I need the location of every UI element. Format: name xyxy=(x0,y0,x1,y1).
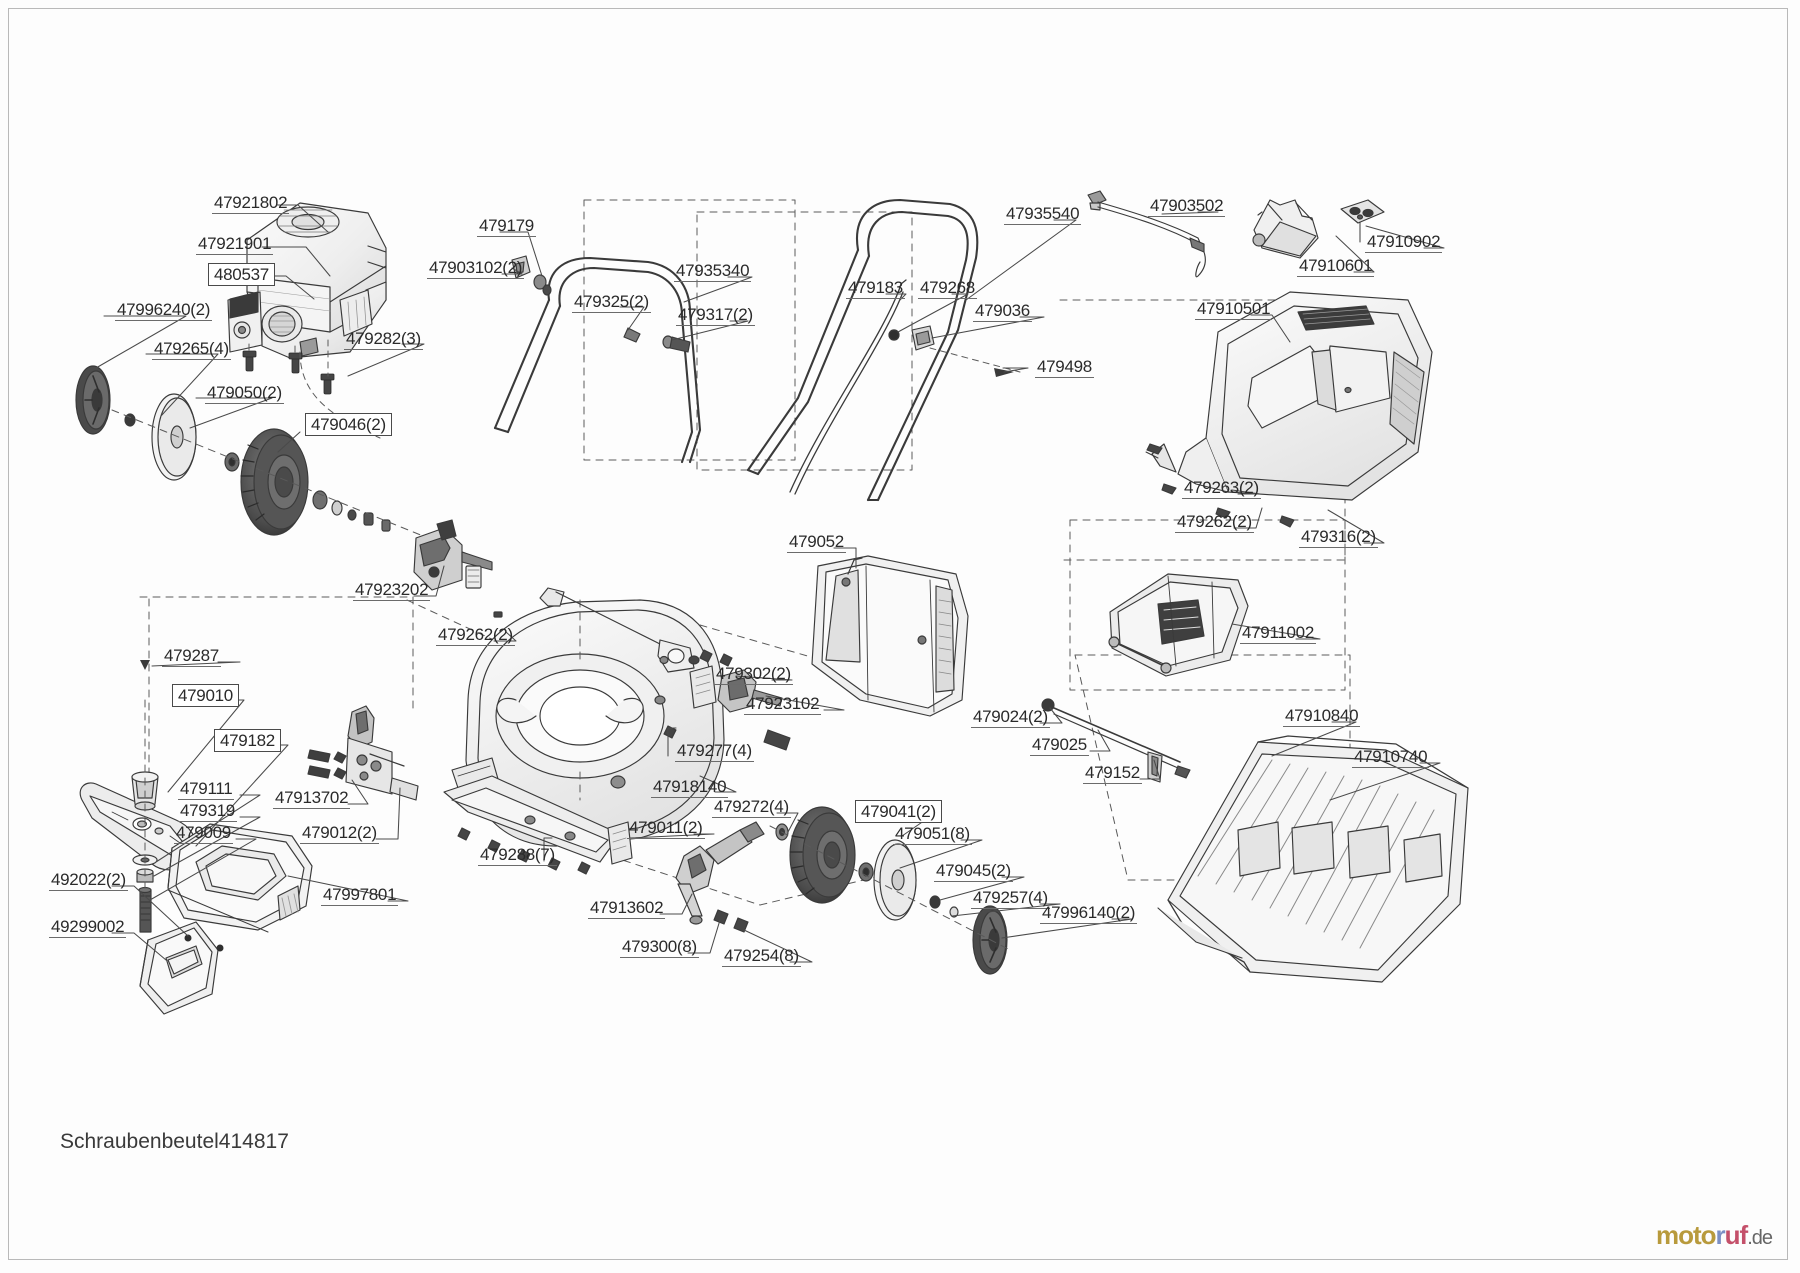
part-label-479183[interactable]: 479183 xyxy=(846,278,905,299)
part-label-47910902[interactable]: 47910902 xyxy=(1365,232,1443,253)
part-label-47921802[interactable]: 47921802 xyxy=(212,193,290,214)
part-label-4792622[interactable]: 479262(2) xyxy=(1175,512,1254,533)
part-label-479319[interactable]: 479319 xyxy=(178,801,237,822)
watermark-part-a: moto xyxy=(1655,1220,1717,1250)
part-label-47997801[interactable]: 47997801 xyxy=(321,885,399,906)
part-label-479152[interactable]: 479152 xyxy=(1083,763,1142,784)
part-label-479182[interactable]: 479182 xyxy=(214,729,281,752)
part-label-479025[interactable]: 479025 xyxy=(1030,735,1089,756)
part-label-47910840[interactable]: 47910840 xyxy=(1283,706,1361,727)
part-label-4792574[interactable]: 479257(4) xyxy=(971,888,1050,909)
part-label-479179[interactable]: 479179 xyxy=(477,216,536,237)
part-label-47923202[interactable]: 47923202 xyxy=(353,580,431,601)
part-label-479052[interactable]: 479052 xyxy=(787,532,846,553)
part-label-479961402[interactable]: 47996140(2) xyxy=(1040,903,1138,924)
watermark-part-b: r xyxy=(1715,1220,1726,1250)
part-label-47903502[interactable]: 47903502 xyxy=(1148,196,1226,217)
part-label-479010[interactable]: 479010 xyxy=(172,684,239,707)
part-label-479287[interactable]: 479287 xyxy=(162,646,221,667)
part-label-47918140[interactable]: 47918140 xyxy=(651,777,729,798)
part-label-47910501[interactable]: 47910501 xyxy=(1195,299,1273,320)
part-label-47935340[interactable]: 47935340 xyxy=(674,261,752,282)
part-label-4790112[interactable]: 479011(2) xyxy=(627,818,705,839)
part-label-4792654[interactable]: 479265(4) xyxy=(152,339,231,360)
part-label-4792548[interactable]: 479254(8) xyxy=(722,946,801,967)
part-label-4920222[interactable]: 492022(2) xyxy=(49,870,128,891)
part-label-4792887[interactable]: 479288(7) xyxy=(478,845,557,866)
part-label-4793172[interactable]: 479317(2) xyxy=(676,305,755,326)
part-label-4792632[interactable]: 479263(2) xyxy=(1182,478,1261,499)
part-label-479962402[interactable]: 47996240(2) xyxy=(115,300,213,321)
part-label-4793162[interactable]: 479316(2) xyxy=(1299,527,1378,548)
part-label-4790122[interactable]: 479012(2) xyxy=(300,823,379,844)
schraubenbeutel-text: Schraubenbeutel414817 xyxy=(60,1130,289,1153)
part-label-4792622[interactable]: 479262(2) xyxy=(436,625,515,646)
part-label-47913702[interactable]: 47913702 xyxy=(273,788,351,809)
part-label-479036[interactable]: 479036 xyxy=(973,301,1032,322)
part-label-47910601[interactable]: 47910601 xyxy=(1297,256,1375,277)
part-label-4790452[interactable]: 479045(2) xyxy=(934,861,1013,882)
diagram-frame xyxy=(8,8,1788,1260)
part-label-4790462[interactable]: 479046(2) xyxy=(305,413,392,436)
part-label-479268[interactable]: 479268 xyxy=(918,278,977,299)
part-label-479498[interactable]: 479498 xyxy=(1035,357,1094,378)
part-label-479031022[interactable]: 47903102(2) xyxy=(427,258,525,279)
part-label-47911002[interactable]: 47911002 xyxy=(1240,623,1316,644)
watermark-part-c: uf xyxy=(1724,1220,1749,1250)
part-label-47913602[interactable]: 47913602 xyxy=(588,898,666,919)
part-label-47921901[interactable]: 47921901 xyxy=(196,234,274,255)
part-label-4790412[interactable]: 479041(2) xyxy=(855,800,942,823)
part-label-47910740[interactable]: 47910740 xyxy=(1352,747,1430,768)
part-label-47923102[interactable]: 47923102 xyxy=(744,694,822,715)
part-label-479111[interactable]: 479111 xyxy=(178,779,235,800)
part-label-4792774[interactable]: 479277(4) xyxy=(675,741,754,762)
part-label-4792823[interactable]: 479282(3) xyxy=(344,329,423,350)
part-label-4793022[interactable]: 479302(2) xyxy=(714,664,793,685)
part-label-479009[interactable]: 479009 xyxy=(174,823,233,844)
watermark-logo: motoruf.de xyxy=(1655,1220,1773,1251)
part-label-480537[interactable]: 480537 xyxy=(208,263,275,286)
part-label-4793252[interactable]: 479325(2) xyxy=(572,292,651,313)
part-label-4793008[interactable]: 479300(8) xyxy=(620,937,699,958)
part-label-4790518[interactable]: 479051(8) xyxy=(893,824,972,845)
part-label-4790242[interactable]: 479024(2) xyxy=(971,707,1050,728)
part-label-49299002[interactable]: 49299002 xyxy=(49,917,127,938)
part-label-47935540[interactable]: 47935540 xyxy=(1004,204,1082,225)
watermark-part-d: .de xyxy=(1747,1227,1773,1249)
part-label-4790502[interactable]: 479050(2) xyxy=(205,383,284,404)
part-label-4792724[interactable]: 479272(4) xyxy=(712,797,791,818)
